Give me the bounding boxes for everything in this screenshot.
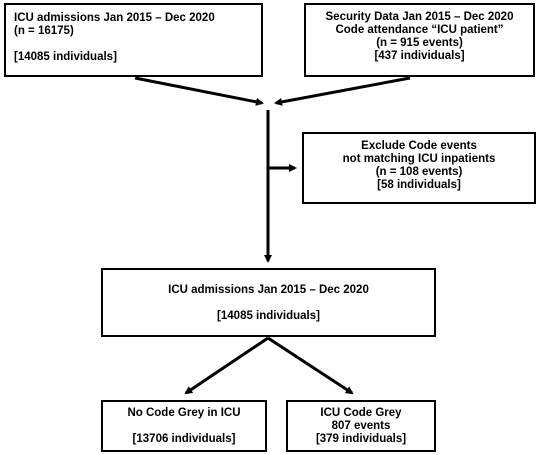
no-code-grey-title: No Code Grey in ICU <box>127 407 241 419</box>
arrow-to-code-grey <box>267 336 354 395</box>
admissions-initial-count: (n = 16175) <box>14 25 74 37</box>
box-icu-code-grey: ICU Code Grey 807 events [379 individual… <box>286 400 436 452</box>
arrow-security-to-merge <box>274 76 411 106</box>
code-grey-events: 807 events <box>331 420 391 432</box>
exclude-events: (n = 108 events) <box>375 166 463 178</box>
code-grey-individuals: [379 individuals] <box>315 433 407 445</box>
exclude-individuals: [58 individuals] <box>377 179 461 191</box>
arrow-admissions-to-merge <box>134 76 264 106</box>
code-grey-title: ICU Code Grey <box>320 407 402 419</box>
arrow-to-no-code-grey <box>184 336 269 395</box>
box-exclude-code-events: Exclude Code events not matching ICU inp… <box>302 132 536 204</box>
admissions-final-title: ICU admissions Jan 2015 – Dec 2020 <box>168 284 369 296</box>
security-title: Security Data Jan 2015 – Dec 2020 <box>325 11 514 23</box>
no-code-grey-individuals: [13706 individuals] <box>132 433 236 445</box>
box-security-data: Security Data Jan 2015 – Dec 2020 Code a… <box>304 3 535 77</box>
box-icu-admissions-initial: ICU admissions Jan 2015 – Dec 2020 (n = … <box>4 3 263 77</box>
exclude-reason: not matching ICU inpatients <box>342 153 496 165</box>
security-code-attendance: Code attendance “ICU patient” <box>335 24 504 36</box>
admissions-initial-title: ICU admissions Jan 2015 – Dec 2020 <box>14 12 215 24</box>
admissions-final-individuals: [14085 individuals] <box>217 310 320 322</box>
admissions-initial-individuals: [14085 individuals] <box>14 51 117 63</box>
box-no-code-grey: No Code Grey in ICU [13706 individuals] <box>101 400 267 452</box>
security-individuals: [437 individuals] <box>374 50 465 62</box>
security-events: (n = 915 events) <box>376 37 463 49</box>
exclude-title: Exclude Code events <box>361 140 477 152</box>
box-icu-admissions-final: ICU admissions Jan 2015 – Dec 2020 [1408… <box>101 268 436 337</box>
